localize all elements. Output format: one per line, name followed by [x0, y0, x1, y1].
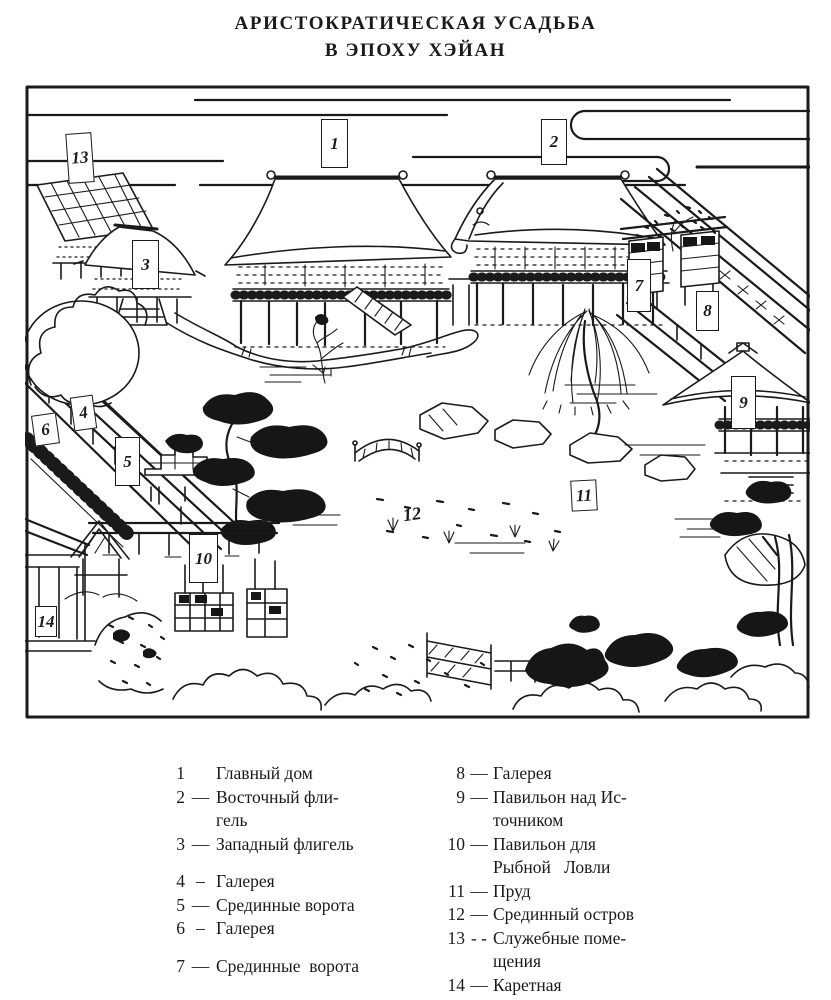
plan-label-10: 10: [189, 534, 218, 583]
legend-dash: —: [191, 833, 210, 854]
legend-number: 14: [447, 974, 466, 995]
legend-text: Галерея: [493, 763, 552, 783]
shore-foliage: [353, 480, 806, 697]
plan-label-3: 3: [132, 240, 159, 289]
legend-dash: —: [191, 955, 210, 976]
legend-item-13: 13 - - Служебные поме-щения: [418, 927, 763, 974]
left-bushes: [94, 612, 166, 694]
blossom-tree: [635, 205, 717, 252]
legend-number: 4: [176, 871, 185, 891]
garden-stream: [166, 312, 479, 377]
legend-item-2: 2 — Восточный фли-гель: [163, 786, 431, 833]
legend-number: 1: [176, 763, 185, 783]
plan-label-13: 13: [65, 132, 95, 184]
plan-label-12: 12: [401, 502, 423, 525]
legend-number: 2: [176, 786, 185, 807]
plan-label-4: 4: [69, 394, 98, 432]
moored-boats: [174, 558, 288, 638]
legend-text: Срединные ворота: [216, 955, 360, 976]
legend-dash: —: [470, 904, 488, 924]
middle-gate-7-and-wall: [619, 167, 810, 355]
legend-dash: —: [191, 786, 210, 807]
cloud-scallops: [25, 286, 810, 713]
mist-bands: [25, 98, 810, 187]
legend-text: Западный флигель: [216, 833, 354, 854]
plan-label-11: 11: [570, 479, 598, 512]
legend-dash: [185, 762, 216, 786]
carriage-house-14: [25, 517, 96, 652]
legend-text: Павильон над Ис-точником: [493, 786, 627, 831]
legend-text: Галерея: [216, 918, 275, 938]
west-wing-3: [73, 223, 206, 326]
legend-item-8: 8 — Галерея: [418, 762, 763, 786]
legend-item-1: 1 Главный дом: [163, 762, 431, 786]
legend-number: 6: [176, 918, 185, 938]
legend-number: 5: [176, 894, 185, 915]
legend-text: Каретная: [493, 974, 562, 995]
legend-item-3: 3 — Западный флигель: [163, 833, 431, 857]
plan-label-7: 7: [627, 259, 651, 312]
bare-tree: [312, 314, 344, 384]
legend-item-12: 12 — Срединный остров: [418, 903, 763, 927]
legend-column-right: 8 — Галерея 9 — Павильон над Ис-точником…: [418, 762, 763, 997]
legend-text: Главный дом: [216, 763, 313, 783]
legend-dash: –: [196, 918, 205, 938]
legend-dash: —: [470, 763, 488, 783]
legend-dash: —: [470, 974, 488, 995]
legend-number: 8: [456, 763, 465, 783]
plan-label-5: 5: [115, 437, 140, 486]
main-house-1: [224, 170, 454, 348]
legend-dash: –: [196, 871, 205, 891]
pond-rocks: [419, 402, 696, 482]
legend-number: 12: [447, 904, 466, 924]
illustration-frame: [25, 85, 810, 719]
title-line-1: АРИСТОКРАТИЧЕСКАЯ УСАДЬБА: [234, 13, 597, 34]
legend-text: Галерея: [216, 871, 275, 891]
legend-item-5: 5 — Срединные ворота: [163, 894, 431, 918]
plan-label-8: 8: [696, 291, 719, 331]
legend-item-6: 6 – Галерея: [163, 917, 431, 941]
legend-dash: —: [470, 833, 488, 854]
page-title: АРИСТОКРАТИЧЕСКАЯ УСАДЬБА В ЭПОХУ ХЭЙАН: [0, 10, 831, 64]
plan-label-9: 9: [731, 376, 756, 429]
legend-dash: - -: [470, 927, 488, 948]
legend-text: Срединные ворота: [216, 894, 355, 915]
plan-label-14: 14: [35, 606, 57, 637]
plan-label-6: 6: [30, 412, 61, 447]
title-line-2: В ЭПОХУ ХЭЙАН: [324, 40, 507, 61]
legend-text: Срединный остров: [493, 904, 635, 924]
legend-dash: —: [470, 786, 488, 807]
legend-text: Пруд: [493, 880, 531, 901]
legend-item-9: 9 — Павильон над Ис-точником: [418, 786, 763, 833]
legend-text: Восточный фли-гель: [216, 786, 339, 831]
legend-number: 11: [448, 880, 465, 901]
legend-dash: —: [191, 894, 210, 915]
legend-number: 10: [447, 833, 466, 854]
estate-drawing: [25, 85, 810, 719]
legend-number: 13: [447, 927, 466, 948]
legend-number: 3: [176, 833, 185, 854]
arched-bridge: [352, 438, 422, 462]
legend-number: 9: [456, 786, 465, 807]
estate-illustration: 1 2 13 3 7 8 9 4 6 5 11 12 10 14: [25, 85, 810, 720]
legend-column-left: 1 Главный дом 2 — Восточный фли-гель 3 —…: [163, 762, 431, 978]
middle-gate-5: [144, 446, 208, 502]
legend-dash: —: [470, 880, 488, 901]
plan-label-2: 2: [541, 119, 567, 165]
legend-item-11: 11 — Пруд: [418, 880, 763, 904]
legend-number: 7: [176, 955, 185, 976]
legend-item-4: 4 – Галерея: [163, 870, 431, 894]
pine-trees: [165, 392, 328, 545]
legend-text: Служебные поме-щения: [493, 927, 627, 972]
willow-tree: [528, 308, 650, 447]
plan-label-1: 1: [321, 119, 348, 168]
legend-item-7: 7 — Срединные ворота: [163, 955, 431, 979]
middle-island-12: [375, 497, 562, 552]
legend-item-14: 14 — Каретная: [418, 974, 763, 998]
